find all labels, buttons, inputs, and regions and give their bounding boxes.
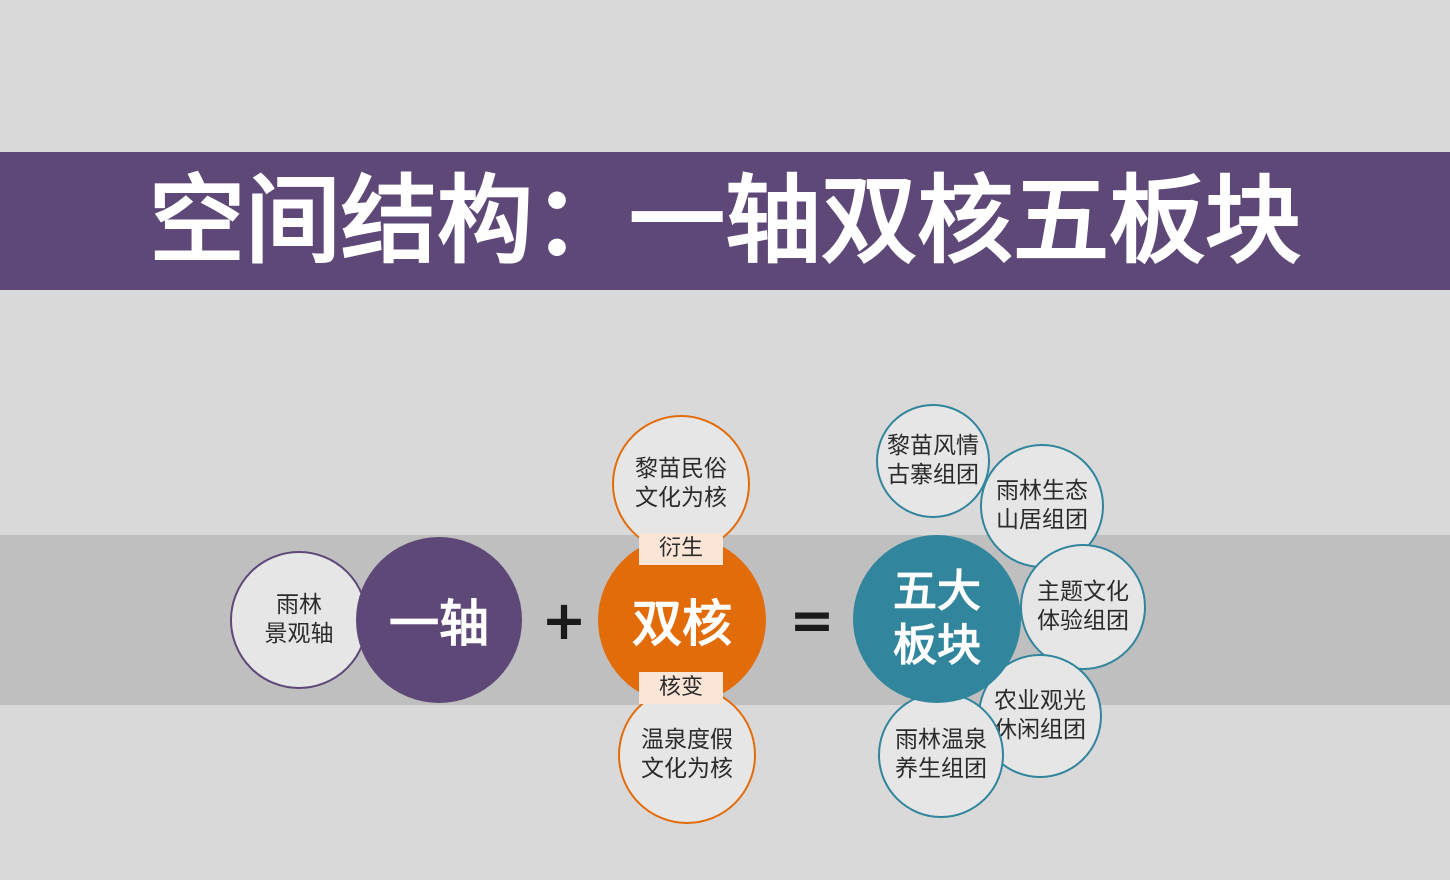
axis-core-label: 一轴 xyxy=(389,595,489,653)
equals-operator: = xyxy=(789,589,835,652)
dual-core-label: 双核 xyxy=(632,595,732,653)
core-top-label: 黎苗民俗 文化为核 xyxy=(635,456,727,511)
core-top-circle: 黎苗民俗 文化为核 xyxy=(612,415,750,553)
core-bottom-circle: 温泉度假 文化为核 xyxy=(618,686,756,824)
block-label-2: 雨林生态 山居组团 xyxy=(996,478,1088,533)
axis-core-circle: 一轴 xyxy=(356,537,522,703)
block-label-4: 农业观光 休闲组团 xyxy=(994,688,1086,743)
block-circle-3: 主题文化 体验组团 xyxy=(1020,544,1146,670)
tag-nuclear-change: 核变 xyxy=(639,672,723,704)
five-blocks-core-label: 五大 板块 xyxy=(893,566,981,671)
tag-derive: 衍生 xyxy=(639,533,723,565)
axis-outer-label: 雨林 景观轴 xyxy=(264,592,334,647)
block-circle-2: 雨林生态 山居组团 xyxy=(980,444,1104,568)
block-circle-5: 雨林温泉 养生组团 xyxy=(878,692,1004,818)
plus-operator: + xyxy=(541,589,587,652)
page-title: 空间结构：一轴双核五板块 xyxy=(149,165,1301,277)
block-circle-1: 黎苗风情 古寨组团 xyxy=(876,404,990,518)
axis-outer-circle: 雨林 景观轴 xyxy=(230,551,368,689)
block-label-3: 主题文化 体验组团 xyxy=(1037,579,1129,634)
five-blocks-core-circle: 五大 板块 xyxy=(853,535,1021,703)
block-label-5: 雨林温泉 养生组团 xyxy=(895,727,987,782)
block-label-1: 黎苗风情 古寨组团 xyxy=(887,433,979,488)
title-bar: 空间结构：一轴双核五板块 xyxy=(0,152,1450,290)
core-bottom-label: 温泉度假 文化为核 xyxy=(641,727,733,782)
